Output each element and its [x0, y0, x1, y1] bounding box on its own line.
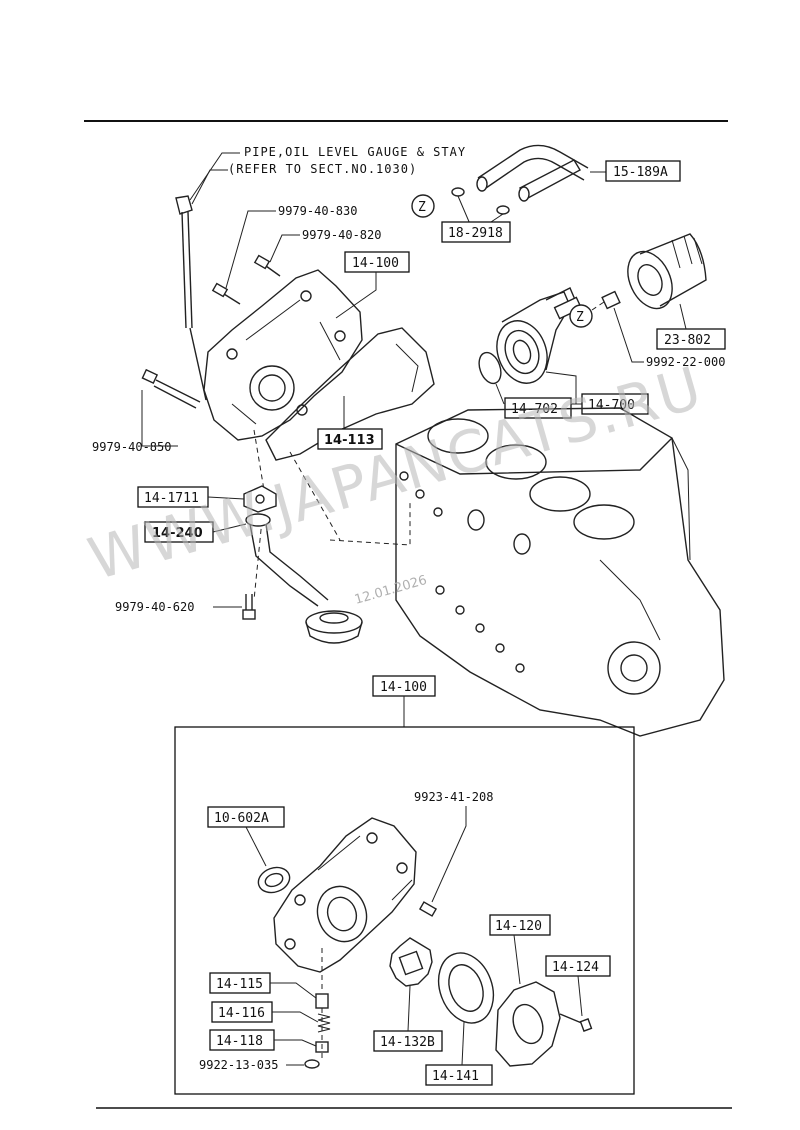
box-14-115-label: 14-115 [216, 977, 263, 992]
leader-14-132b [407, 985, 411, 1032]
detail-frame [174, 726, 635, 1095]
z-mark-1 [411, 194, 435, 218]
box-14-116-label: 14-116 [218, 1006, 265, 1021]
label-9922-13-035: 9922-13-035 [199, 1058, 278, 1072]
box-18-2918[interactable] [441, 221, 511, 243]
relief-spring [317, 1013, 331, 1033]
box-14-113-label: 14-113 [324, 433, 375, 448]
dowel-pin [418, 901, 438, 917]
label-9979-40-620: 9979-40-620 [115, 600, 194, 614]
box-18-2918-label: 18-2918 [448, 226, 503, 241]
box-14-120-label: 14-120 [495, 919, 542, 934]
strainer-gasket [243, 485, 277, 513]
box-23-802-label: 23-802 [664, 333, 711, 348]
z-mark-1-label: Z [418, 200, 426, 215]
box-14-113[interactable] [317, 428, 383, 450]
leader-14-115 [270, 982, 317, 999]
leader-14-116 [272, 1011, 319, 1023]
note-leader-2 [191, 169, 228, 205]
leader-9979-40-820 [269, 234, 300, 263]
label-9979-40-850: 9979-40-850 [92, 440, 171, 454]
label-9979-40-820: 9979-40-820 [302, 228, 381, 242]
assembly-centerline-3 [289, 451, 341, 541]
bolt-9979-40-620 [242, 594, 256, 620]
box-15-189a-label: 15-189A [613, 165, 668, 180]
o-ring-2 [496, 205, 510, 215]
box-14-141-label: 14-141 [432, 1069, 479, 1084]
oil-filter [627, 233, 707, 310]
leader-9979-40-830 [225, 210, 276, 289]
watermark-date: 12.01.2026 [353, 573, 429, 608]
box-23-802[interactable] [656, 328, 726, 350]
leader-9992-22-000 [613, 307, 644, 363]
oil-pump-gasket [265, 327, 435, 461]
oil-pump-assembly [203, 269, 363, 441]
leader-14-141 [461, 1021, 465, 1066]
oil-pump-body [273, 817, 417, 973]
z-mark-2 [569, 304, 593, 328]
box-14-100-top[interactable] [344, 251, 410, 273]
inner-rotor [389, 937, 433, 987]
o-ring-1 [451, 187, 465, 197]
leader-14-240 [212, 523, 247, 533]
note-leader-1 [189, 152, 240, 201]
assembly-centerline-1 [253, 429, 265, 601]
box-14-132b-label: 14-132B [380, 1035, 435, 1050]
label-9992-22-000: 9992-22-000 [646, 355, 725, 369]
box-14-118-label: 14-118 [216, 1034, 263, 1049]
cover-screw [559, 1013, 593, 1032]
leader-14-118 [274, 1039, 317, 1047]
box-14-141[interactable] [425, 1064, 493, 1086]
label-9979-40-830: 9979-40-830 [278, 204, 357, 218]
box-10-602a-label: 10-602A [214, 811, 269, 826]
bolt-9979-40-820 [253, 254, 281, 277]
leader-14-124 [577, 975, 583, 1017]
label-9923-41-208: 9923-41-208 [414, 790, 493, 804]
oil-cooler [496, 287, 583, 384]
filter-nipple [601, 290, 621, 310]
leader-14-100-top [335, 272, 377, 319]
z-mark-2-label: Z [576, 310, 584, 325]
box-15-189a[interactable] [605, 160, 681, 182]
cooler-dash [591, 301, 605, 311]
assembly-centerline-2 [329, 500, 411, 546]
cooler-o-ring [478, 351, 502, 385]
box-14-1711-label: 14-1711 [144, 491, 199, 506]
leader-10-602a [245, 826, 267, 867]
relief-washer [304, 1059, 320, 1069]
leader-14-702 [495, 383, 505, 405]
outer-rotor [437, 952, 495, 1024]
leader-9923-41-208 [431, 806, 467, 903]
oil-level-gauge [175, 195, 207, 401]
note-line-1: PIPE,OIL LEVEL GAUGE & STAY [244, 145, 466, 159]
oil-seal [257, 866, 291, 894]
oil-pipe [476, 144, 606, 202]
note-line-2: (REFER TO SECT.NO.1030) [228, 162, 417, 176]
o-ring-leader [457, 195, 504, 225]
relief-plunger [315, 993, 329, 1009]
pump-cover [495, 981, 561, 1067]
box-14-100-detail-label: 14-100 [380, 680, 427, 695]
box-14-124-label: 14-124 [552, 960, 599, 975]
bolt-9979-40-830 [211, 282, 241, 305]
leader-14-1711 [207, 496, 245, 500]
box-14-240-label: 14-240 [152, 526, 203, 541]
leader-14-120 [513, 934, 521, 985]
leader-23-802 [679, 303, 687, 330]
leader-9979-40-850 [141, 390, 178, 447]
box-14-100-top-label: 14-100 [352, 256, 399, 271]
box-14-120[interactable] [489, 914, 551, 936]
oil-strainer [245, 513, 363, 644]
bolt-9979-40-850 [141, 368, 201, 409]
leader-14-700 [545, 371, 582, 405]
engine-block [395, 407, 725, 737]
